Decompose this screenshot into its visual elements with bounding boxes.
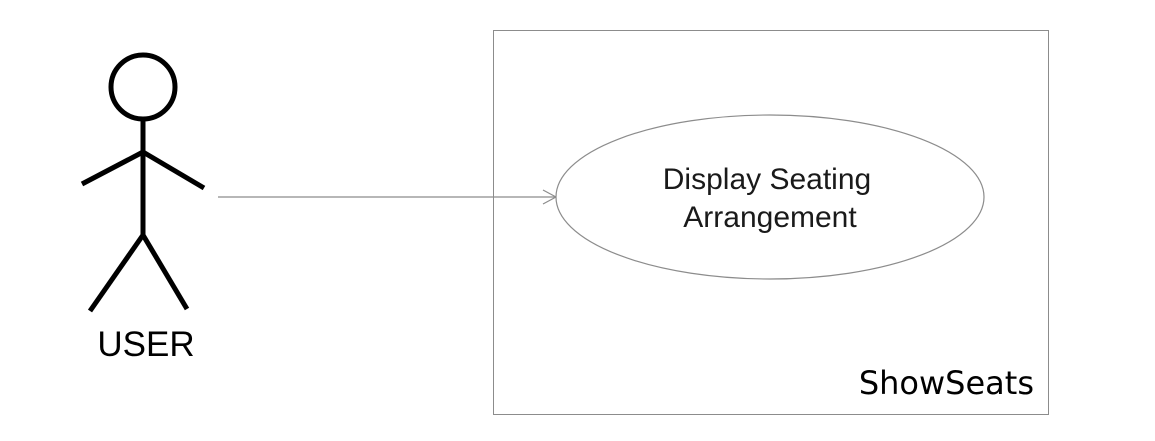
actor-left-leg — [87, 233, 146, 313]
use-case-label-line1: Display Seating — [663, 163, 871, 196]
system-boundary-box — [493, 30, 1049, 415]
use-case-display-seating: Display Seating Arrangement — [555, 114, 985, 280]
actor-user: USER — [80, 52, 206, 364]
actor-head — [108, 52, 178, 122]
use-case-ellipse — [555, 114, 985, 280]
actor-right-leg — [140, 233, 190, 311]
actor-right-arm — [141, 149, 206, 191]
system-boundary: ShowSeats — [493, 30, 1049, 415]
actor-name-label: USER — [97, 325, 194, 364]
system-boundary-name: ShowSeats — [859, 364, 1034, 402]
association-arrow — [218, 189, 558, 205]
use-case-label-line2: Arrangement — [683, 201, 857, 234]
actor-left-arm — [80, 149, 145, 187]
